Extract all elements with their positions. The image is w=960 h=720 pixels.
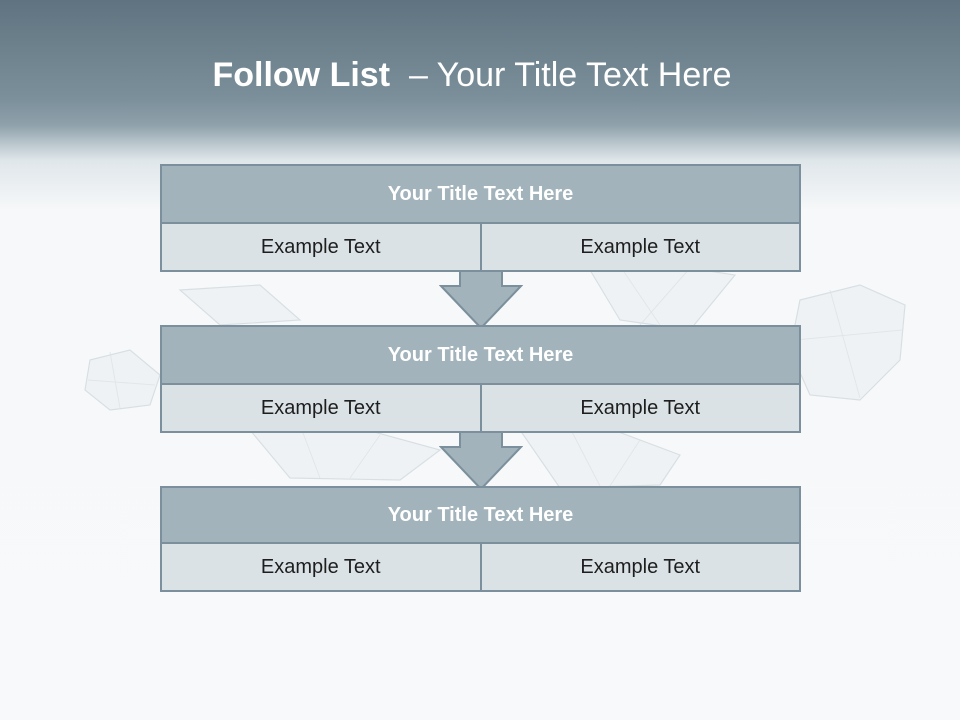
step-cell-right: Example Text <box>479 385 799 431</box>
down-arrow-icon <box>439 431 523 491</box>
step-cell-right: Example Text <box>479 544 799 590</box>
step-heading: Your Title Text Here <box>162 166 799 224</box>
step-heading: Your Title Text Here <box>162 327 799 385</box>
step-cell-right: Example Text <box>479 224 799 270</box>
list-step-2: Your Title Text Here Example Text Exampl… <box>160 325 801 433</box>
down-arrow-icon <box>439 270 523 330</box>
step-heading: Your Title Text Here <box>162 488 799 544</box>
list-step-3: Your Title Text Here Example Text Exampl… <box>160 486 801 592</box>
slide-title: Follow List – Your Title Text Here <box>0 52 944 98</box>
list-step-1: Your Title Text Here Example Text Exampl… <box>160 164 801 272</box>
slide-title-bold: Follow List <box>212 56 391 94</box>
step-row: Example Text Example Text <box>162 544 799 590</box>
step-row: Example Text Example Text <box>162 224 799 270</box>
slide-title-rest: – Your Title Text Here <box>408 56 732 94</box>
step-cell-left: Example Text <box>162 385 480 431</box>
step-row: Example Text Example Text <box>162 385 799 431</box>
step-cell-left: Example Text <box>162 544 480 590</box>
step-cell-left: Example Text <box>162 224 480 270</box>
